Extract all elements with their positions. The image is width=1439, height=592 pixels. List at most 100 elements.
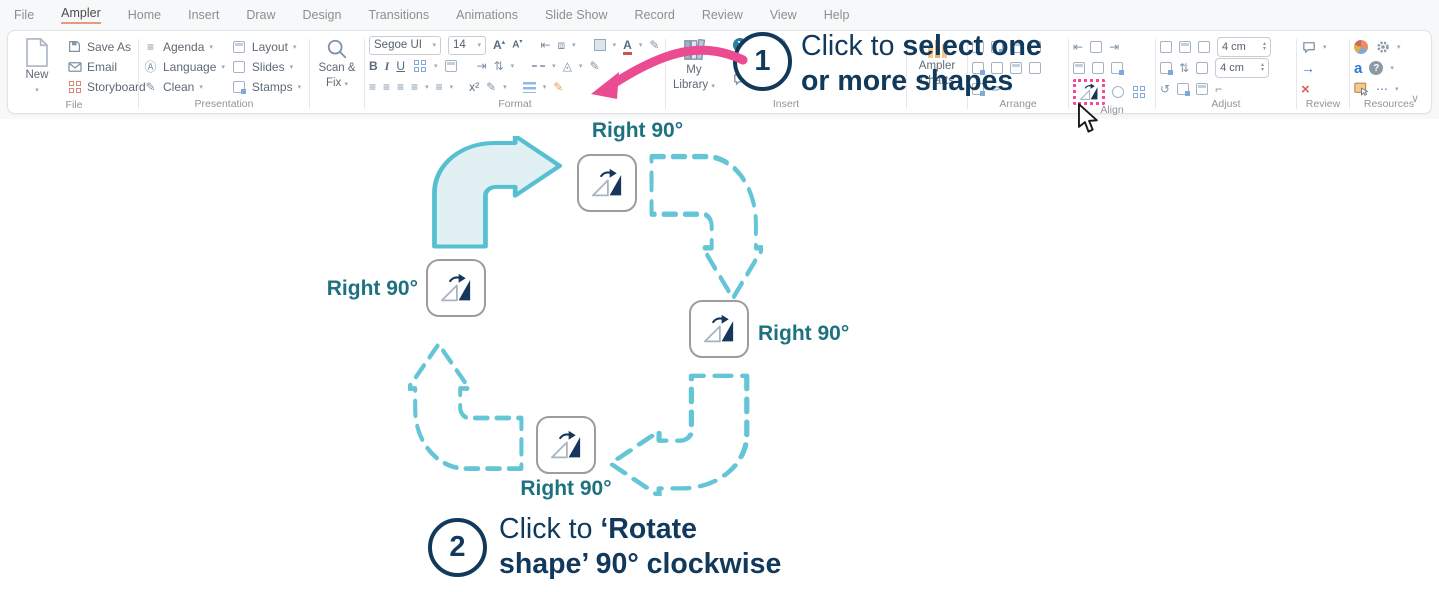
bring-forward-icon[interactable] [972,41,984,53]
align-objects-top-icon[interactable] [1073,62,1085,74]
color-wheel-icon[interactable] [1354,40,1368,54]
set-bottom-icon[interactable] [1196,62,1209,74]
menu-home[interactable]: Home [127,7,162,22]
center-on-slide-icon[interactable] [1177,83,1191,96]
increase-indent-icon[interactable]: ⇥ [476,59,487,73]
layout-button[interactable]: Layout ▾ [232,38,301,55]
send-backward-icon[interactable] [991,41,1004,54]
shape-fill-button[interactable] [593,39,606,51]
grow-font-button[interactable]: A▴ [493,38,506,52]
shape-grid-button[interactable] [412,59,427,73]
email-button[interactable]: Email [67,58,146,75]
italic-button[interactable]: I [384,59,390,73]
align-left-icon[interactable]: ≡ [369,80,377,94]
save-as-button[interactable]: Save As [67,38,146,55]
menu-help[interactable]: Help [823,7,850,22]
bold-button[interactable]: B [369,59,378,73]
underline-button[interactable]: U [396,59,406,73]
line-weight-button[interactable] [522,81,536,93]
language-button[interactable]: Ⓐ Language ▾ [143,58,224,75]
superscript-button[interactable]: x² [469,80,480,94]
line-spacing-icon[interactable]: ⇅ [493,59,504,73]
stack-shapes-icon[interactable] [991,62,1003,74]
dashed-bent-arrow-bottom-left[interactable] [408,340,525,477]
align-center-icon[interactable]: ≡ [383,80,391,94]
menu-draw[interactable]: Draw [246,7,276,22]
dashed-bent-arrow-bottom-right[interactable] [606,372,756,496]
rotate-step-box-top[interactable] [577,154,637,212]
corner-icon[interactable]: ⌐ [1215,82,1223,96]
delete-icon[interactable]: × [1301,80,1310,98]
ungroup-objects-icon[interactable] [1029,41,1041,53]
highlighter-icon[interactable]: ✎ [553,80,564,94]
menu-view[interactable]: View [769,7,797,22]
set-width-icon[interactable] [1179,41,1191,53]
resize-box-icon[interactable]: ⧈ [557,38,566,52]
bullet-list-icon[interactable]: ≡ [411,80,419,94]
grid-layout-icon[interactable] [1131,85,1146,99]
menu-design[interactable]: Design [302,7,342,22]
menu-review[interactable]: Review [701,7,743,22]
decrease-indent-icon[interactable]: ⇤ [540,38,551,52]
format-painter-icon[interactable]: ✎ [589,59,600,73]
gear-icon[interactable] [1375,40,1390,54]
align-objects-right-icon[interactable]: ⇥ [1109,40,1120,54]
stamps-button[interactable]: Stamps ▾ [232,78,301,95]
flip-shape-icon[interactable] [1112,86,1124,98]
select-window-icon[interactable] [1354,82,1369,96]
set-height-icon[interactable]: ⇅ [1179,61,1190,75]
align-objects-left-icon[interactable]: ⇤ [1073,40,1084,54]
menu-insert[interactable]: Insert [188,7,220,22]
shrink-font-button[interactable]: A▾ [512,39,523,51]
solid-bent-arrow[interactable] [426,136,564,250]
merge-shapes-icon[interactable] [972,83,985,96]
menu-slideshow[interactable]: Slide Show [544,7,608,22]
group-objects-icon[interactable] [1010,41,1022,53]
more-options-icon[interactable]: ⋯ [1376,82,1388,96]
menu-record[interactable]: Record [634,7,675,22]
font-name-select[interactable]: Segoe UI▾ [369,35,441,55]
menu-animations[interactable]: Animations [456,7,518,22]
collapse-ribbon-icon[interactable]: ∨ [1410,93,1419,105]
width-input[interactable]: 4 cm ▴▾ [1217,37,1271,57]
rotate-shape-button[interactable] [1078,83,1100,101]
ampler-charts-button[interactable]: Ampler Charts [914,36,960,90]
rotate-step-box-right[interactable] [689,300,749,358]
align-right-icon[interactable]: ≡ [397,80,405,94]
font-size-select[interactable]: 14▾ [448,35,486,55]
align-objects-middle-icon[interactable] [1092,62,1104,74]
magic-wand-icon[interactable]: ✏ [991,82,1002,96]
numbered-list-icon[interactable]: ≡ [435,80,443,94]
storyboard-button[interactable]: Storyboard [67,78,146,95]
set-top-icon[interactable] [1160,62,1173,75]
comment-icon[interactable] [1301,40,1316,54]
ampler-logo-icon[interactable]: a [1354,59,1363,77]
menu-file[interactable]: File [14,7,35,22]
help-icon[interactable]: ? [1369,61,1384,75]
rotate-step-box-left[interactable] [426,259,486,317]
swap-shapes-icon[interactable] [972,62,985,75]
undo-shape-icon[interactable]: ↺ [1160,82,1171,96]
align-objects-bottom-icon[interactable] [1111,62,1124,75]
eyedropper-icon[interactable]: ✎ [649,38,660,52]
rotate-step-box-bottom[interactable] [536,416,596,474]
clean-button[interactable]: ✎ Clean ▾ [143,78,225,95]
height-input[interactable]: 4 cm ▴▾ [1215,58,1270,78]
table-button[interactable] [444,60,457,72]
line-style-button[interactable] [532,65,546,67]
set-right-icon[interactable] [1198,41,1210,53]
paint-bucket-icon[interactable]: ◬ [562,59,572,73]
new-button[interactable]: New ▾ [14,36,60,99]
pen-icon[interactable]: ✎ [486,80,497,94]
layer-shapes-icon[interactable] [1010,62,1022,74]
dashed-bent-arrow-top-right[interactable] [648,147,763,303]
set-left-icon[interactable] [1160,41,1172,53]
replace-shape-icon[interactable] [1029,62,1041,74]
my-library-button[interactable]: My Library ▾ [670,36,718,95]
menu-transitions[interactable]: Transitions [368,7,430,22]
menu-ampler[interactable]: Ampler [61,6,101,24]
font-color-button[interactable]: A [623,38,632,55]
align-objects-center-icon[interactable] [1090,41,1103,53]
scan-fix-button[interactable]: Scan & Fix ▾ [314,36,360,93]
slides-button[interactable]: Slides ▾ [232,58,301,75]
